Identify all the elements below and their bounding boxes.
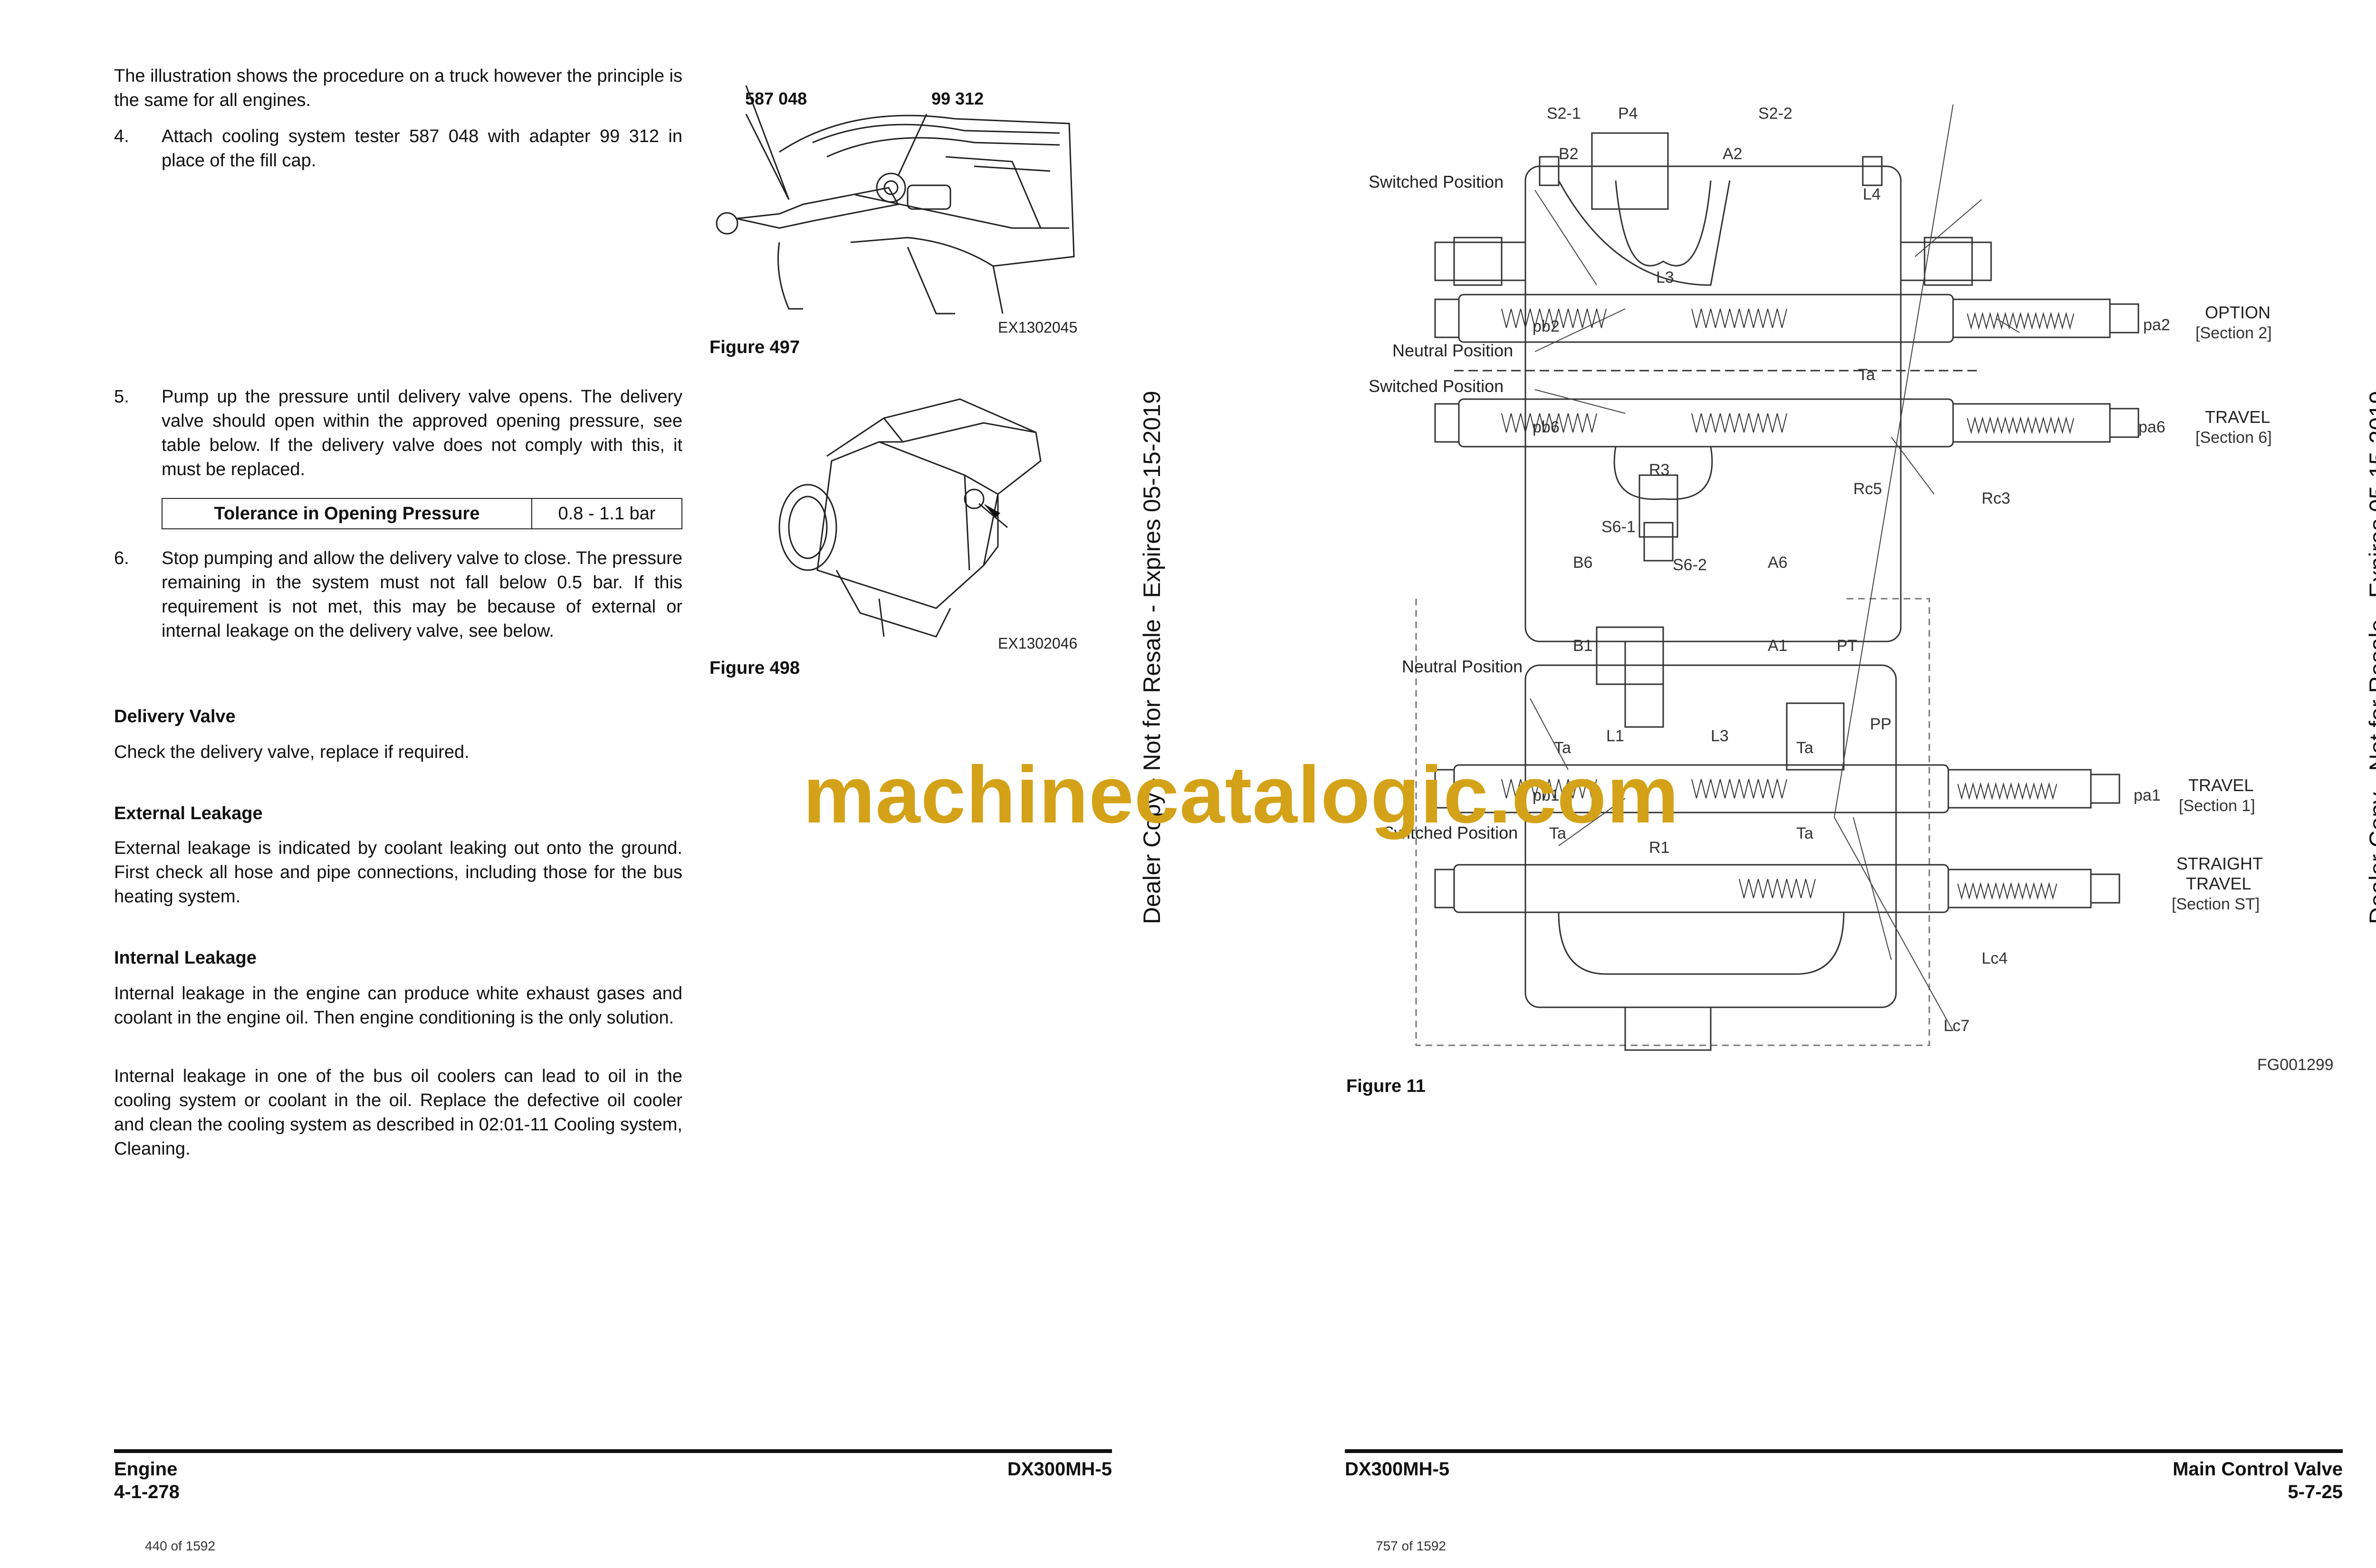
figure-11-code: FG001299 — [2257, 1056, 2334, 1074]
label-s2-1: S2-1 — [1547, 105, 1581, 123]
label-l3-top: L3 — [1656, 268, 1674, 287]
label-a6: A6 — [1768, 554, 1788, 572]
label-rc5: Rc5 — [1853, 480, 1882, 498]
label-b2: B2 — [1559, 145, 1579, 163]
table-row: Tolerance in Opening Pressure 0.8 - 1.1 … — [162, 498, 682, 529]
step-6-number: 6. — [114, 548, 129, 568]
label-b1: B1 — [1573, 637, 1593, 655]
label-a1: A1 — [1768, 637, 1788, 655]
step-6-text: Stop pumping and allow the delivery valv… — [162, 548, 682, 641]
step-4-number: 4. — [114, 126, 129, 146]
label-straight-section: [Section ST] — [2172, 895, 2260, 913]
fig498-code: EX1302046 — [998, 635, 1077, 652]
internal-leakage-text-2: Internal leakage in one of the bus oil c… — [114, 1066, 682, 1159]
tolerance-table: Tolerance in Opening Pressure 0.8 - 1.1 … — [162, 498, 682, 529]
label-r3: R3 — [1649, 461, 1669, 479]
label-pa6: pa6 — [2138, 418, 2165, 436]
fig497-label-tester: 587 048 — [745, 89, 807, 108]
page-count-left: 440 of 1592 — [145, 1539, 215, 1553]
label-s6-1: S6-1 — [1601, 518, 1636, 536]
label-travel-6-section: [Section 6] — [2195, 429, 2272, 447]
label-travel-1: TRAVEL — [2188, 775, 2253, 795]
label-pa2: pa2 — [2143, 316, 2170, 334]
figure-497-illustration: 587 048 99 312 EX1302045 — [716, 86, 1077, 336]
label-rc3: Rc3 — [1982, 489, 2010, 507]
tolerance-label: Tolerance in Opening Pressure — [162, 498, 532, 529]
label-ta-3: Ta — [1549, 824, 1566, 842]
label-s6-2: S6-2 — [1673, 556, 1707, 574]
label-pb6: pb6 — [1533, 418, 1560, 436]
label-travel-6: TRAVEL — [2205, 407, 2270, 427]
label-lc7: Lc7 — [1944, 1017, 1970, 1035]
footer-rule-right — [1345, 1449, 2343, 1453]
label-straight: STRAIGHT — [2176, 854, 2263, 873]
label-ta-4: Ta — [1796, 824, 1813, 842]
label-p4: P4 — [1618, 105, 1638, 123]
label-ta-top: Ta — [1858, 366, 1875, 384]
label-travel-1-section: [Section 1] — [2179, 797, 2255, 815]
label-neutral-position-1: Neutral Position — [1392, 341, 1513, 360]
label-lc4: Lc4 — [1982, 949, 2008, 967]
step-5-text: Pump up the pressure until delivery valv… — [162, 387, 682, 479]
step-5-number: 5. — [114, 387, 129, 407]
label-l3: L3 — [1711, 727, 1729, 745]
figure-497-caption: Figure 497 — [709, 337, 800, 357]
label-pb1: pb1 — [1533, 786, 1560, 804]
label-ta-2: Ta — [1796, 739, 1813, 757]
footer-section-right: Main Control Valve — [2173, 1459, 2343, 1480]
label-l1: L1 — [1606, 727, 1624, 745]
tolerance-value: 0.8 - 1.1 bar — [531, 498, 682, 529]
footer-rule-left — [114, 1449, 1112, 1453]
step-6: 6. Stop pumping and allow the delivery v… — [114, 546, 682, 643]
label-switched-position-1: Switched Position — [1369, 172, 1504, 191]
label-pt: PT — [1837, 637, 1857, 655]
intro-paragraph: The illustration shows the procedure on … — [114, 66, 682, 110]
label-pa1: pa1 — [2134, 786, 2161, 804]
footer-page-left: 4-1-278 — [114, 1482, 180, 1502]
label-r1: R1 — [1649, 839, 1669, 857]
side-watermark-left: Dealer Copy - Not for Resale - Expires 0… — [1139, 391, 1165, 924]
footer-model-right: DX300MH-5 — [1345, 1459, 1450, 1480]
label-pp: PP — [1870, 715, 1891, 733]
footer-page-right: 5-7-25 — [2288, 1482, 2343, 1502]
label-straight-travel: TRAVEL — [2186, 874, 2251, 893]
label-switched-position-3: Switched Position — [1383, 823, 1518, 842]
figure-498-caption: Figure 498 — [709, 658, 800, 678]
heading-internal-leakage: Internal Leakage — [114, 948, 257, 968]
external-leakage-text: External leakage is indicated by coolant… — [114, 838, 682, 907]
label-ta-1: Ta — [1554, 739, 1571, 757]
heading-external-leakage: External Leakage — [114, 803, 263, 823]
brand-watermark: machinecatalogic.com — [803, 750, 1679, 840]
label-switched-position-2: Switched Position — [1369, 376, 1504, 396]
internal-leakage-text-1: Internal leakage in the engine can produ… — [114, 984, 682, 1028]
step-4: 4. Attach cooling system tester 587 048 … — [114, 124, 682, 173]
figure-498-illustration: EX1302046 — [778, 398, 1077, 652]
label-option-section: [Section 2] — [2195, 324, 2272, 342]
figure-11-diagram: S2-1 P4 S2-2 B2 A2 L4 L3 Switched Positi… — [1369, 105, 2334, 1074]
label-l4: L4 — [1863, 185, 1881, 203]
step-4-text: Attach cooling system tester 587 048 wit… — [162, 126, 682, 171]
step-5: 5. Pump up the pressure until delivery v… — [114, 385, 682, 482]
side-watermark-right: Dealer Copy - Not for Resale - Expires 0… — [2365, 391, 2376, 924]
fig497-code: EX1302045 — [998, 319, 1077, 336]
footer-section-left: Engine — [114, 1459, 178, 1480]
page-count-right: 757 of 1592 — [1376, 1539, 1446, 1553]
label-pb2: pb2 — [1533, 317, 1560, 335]
heading-delivery-valve: Delivery Valve — [114, 707, 236, 727]
label-option: OPTION — [2205, 303, 2271, 322]
label-neutral-position-2: Neutral Position — [1402, 657, 1523, 676]
fig497-label-adapter: 99 312 — [931, 89, 984, 108]
label-s2-2: S2-2 — [1758, 105, 1792, 123]
label-a2: A2 — [1723, 145, 1743, 163]
delivery-valve-text: Check the delivery valve, replace if req… — [114, 742, 469, 762]
footer-model-left: DX300MH-5 — [1007, 1459, 1112, 1480]
figure-11-caption: Figure 11 — [1346, 1076, 1426, 1096]
label-b6: B6 — [1573, 554, 1593, 572]
